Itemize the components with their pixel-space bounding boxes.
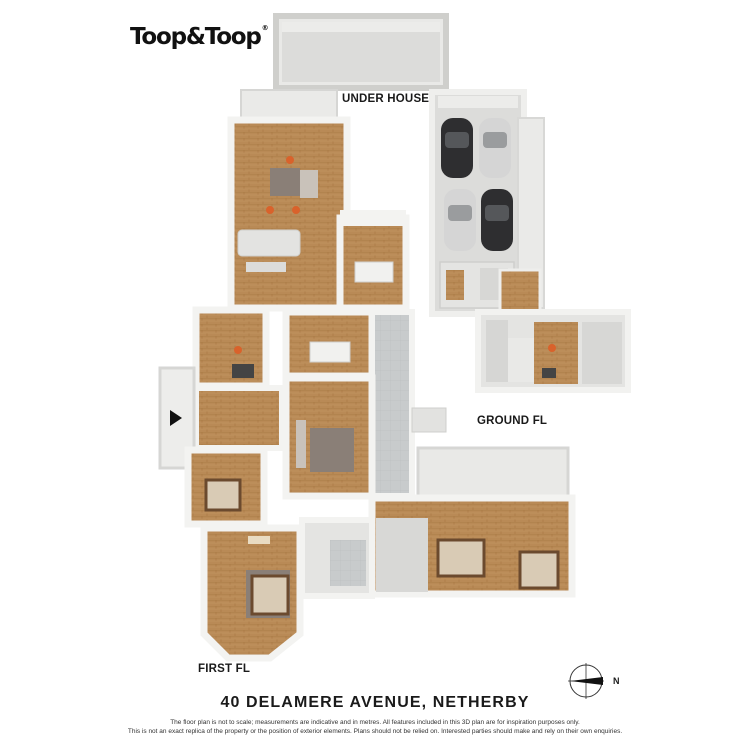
disclaimer-line-2: This is not an exact replica of the prop… bbox=[127, 728, 623, 735]
ground-floor-rooms bbox=[475, 309, 631, 393]
garage-area bbox=[429, 89, 545, 332]
label-first-floor: FIRST FL bbox=[198, 663, 251, 675]
brand-logo: Toop&Toop® bbox=[130, 24, 269, 50]
brand-mark: ® bbox=[261, 24, 269, 32]
disclaimer: The floor plan is not to scale; measurem… bbox=[0, 718, 750, 736]
car bbox=[441, 118, 473, 178]
brand-name: Toop&Toop bbox=[130, 24, 262, 50]
label-under-house: UNDER HOUSE bbox=[342, 93, 430, 105]
under-house-room bbox=[273, 13, 449, 91]
first-floor-central bbox=[158, 306, 447, 528]
car bbox=[479, 118, 511, 178]
car bbox=[481, 189, 513, 251]
disclaimer-line-1: The floor plan is not to scale; measurem… bbox=[170, 719, 580, 726]
bedroom-wing bbox=[299, 446, 576, 599]
compass-north-label: N bbox=[613, 676, 620, 686]
living-kitchen-block bbox=[227, 89, 410, 312]
compass-icon bbox=[568, 663, 604, 699]
label-ground-floor: GROUND FL bbox=[477, 415, 548, 427]
car bbox=[444, 189, 476, 251]
property-address: 40 DELAMERE AVENUE, NETHERBY bbox=[220, 694, 530, 711]
master-bedroom bbox=[200, 524, 304, 662]
